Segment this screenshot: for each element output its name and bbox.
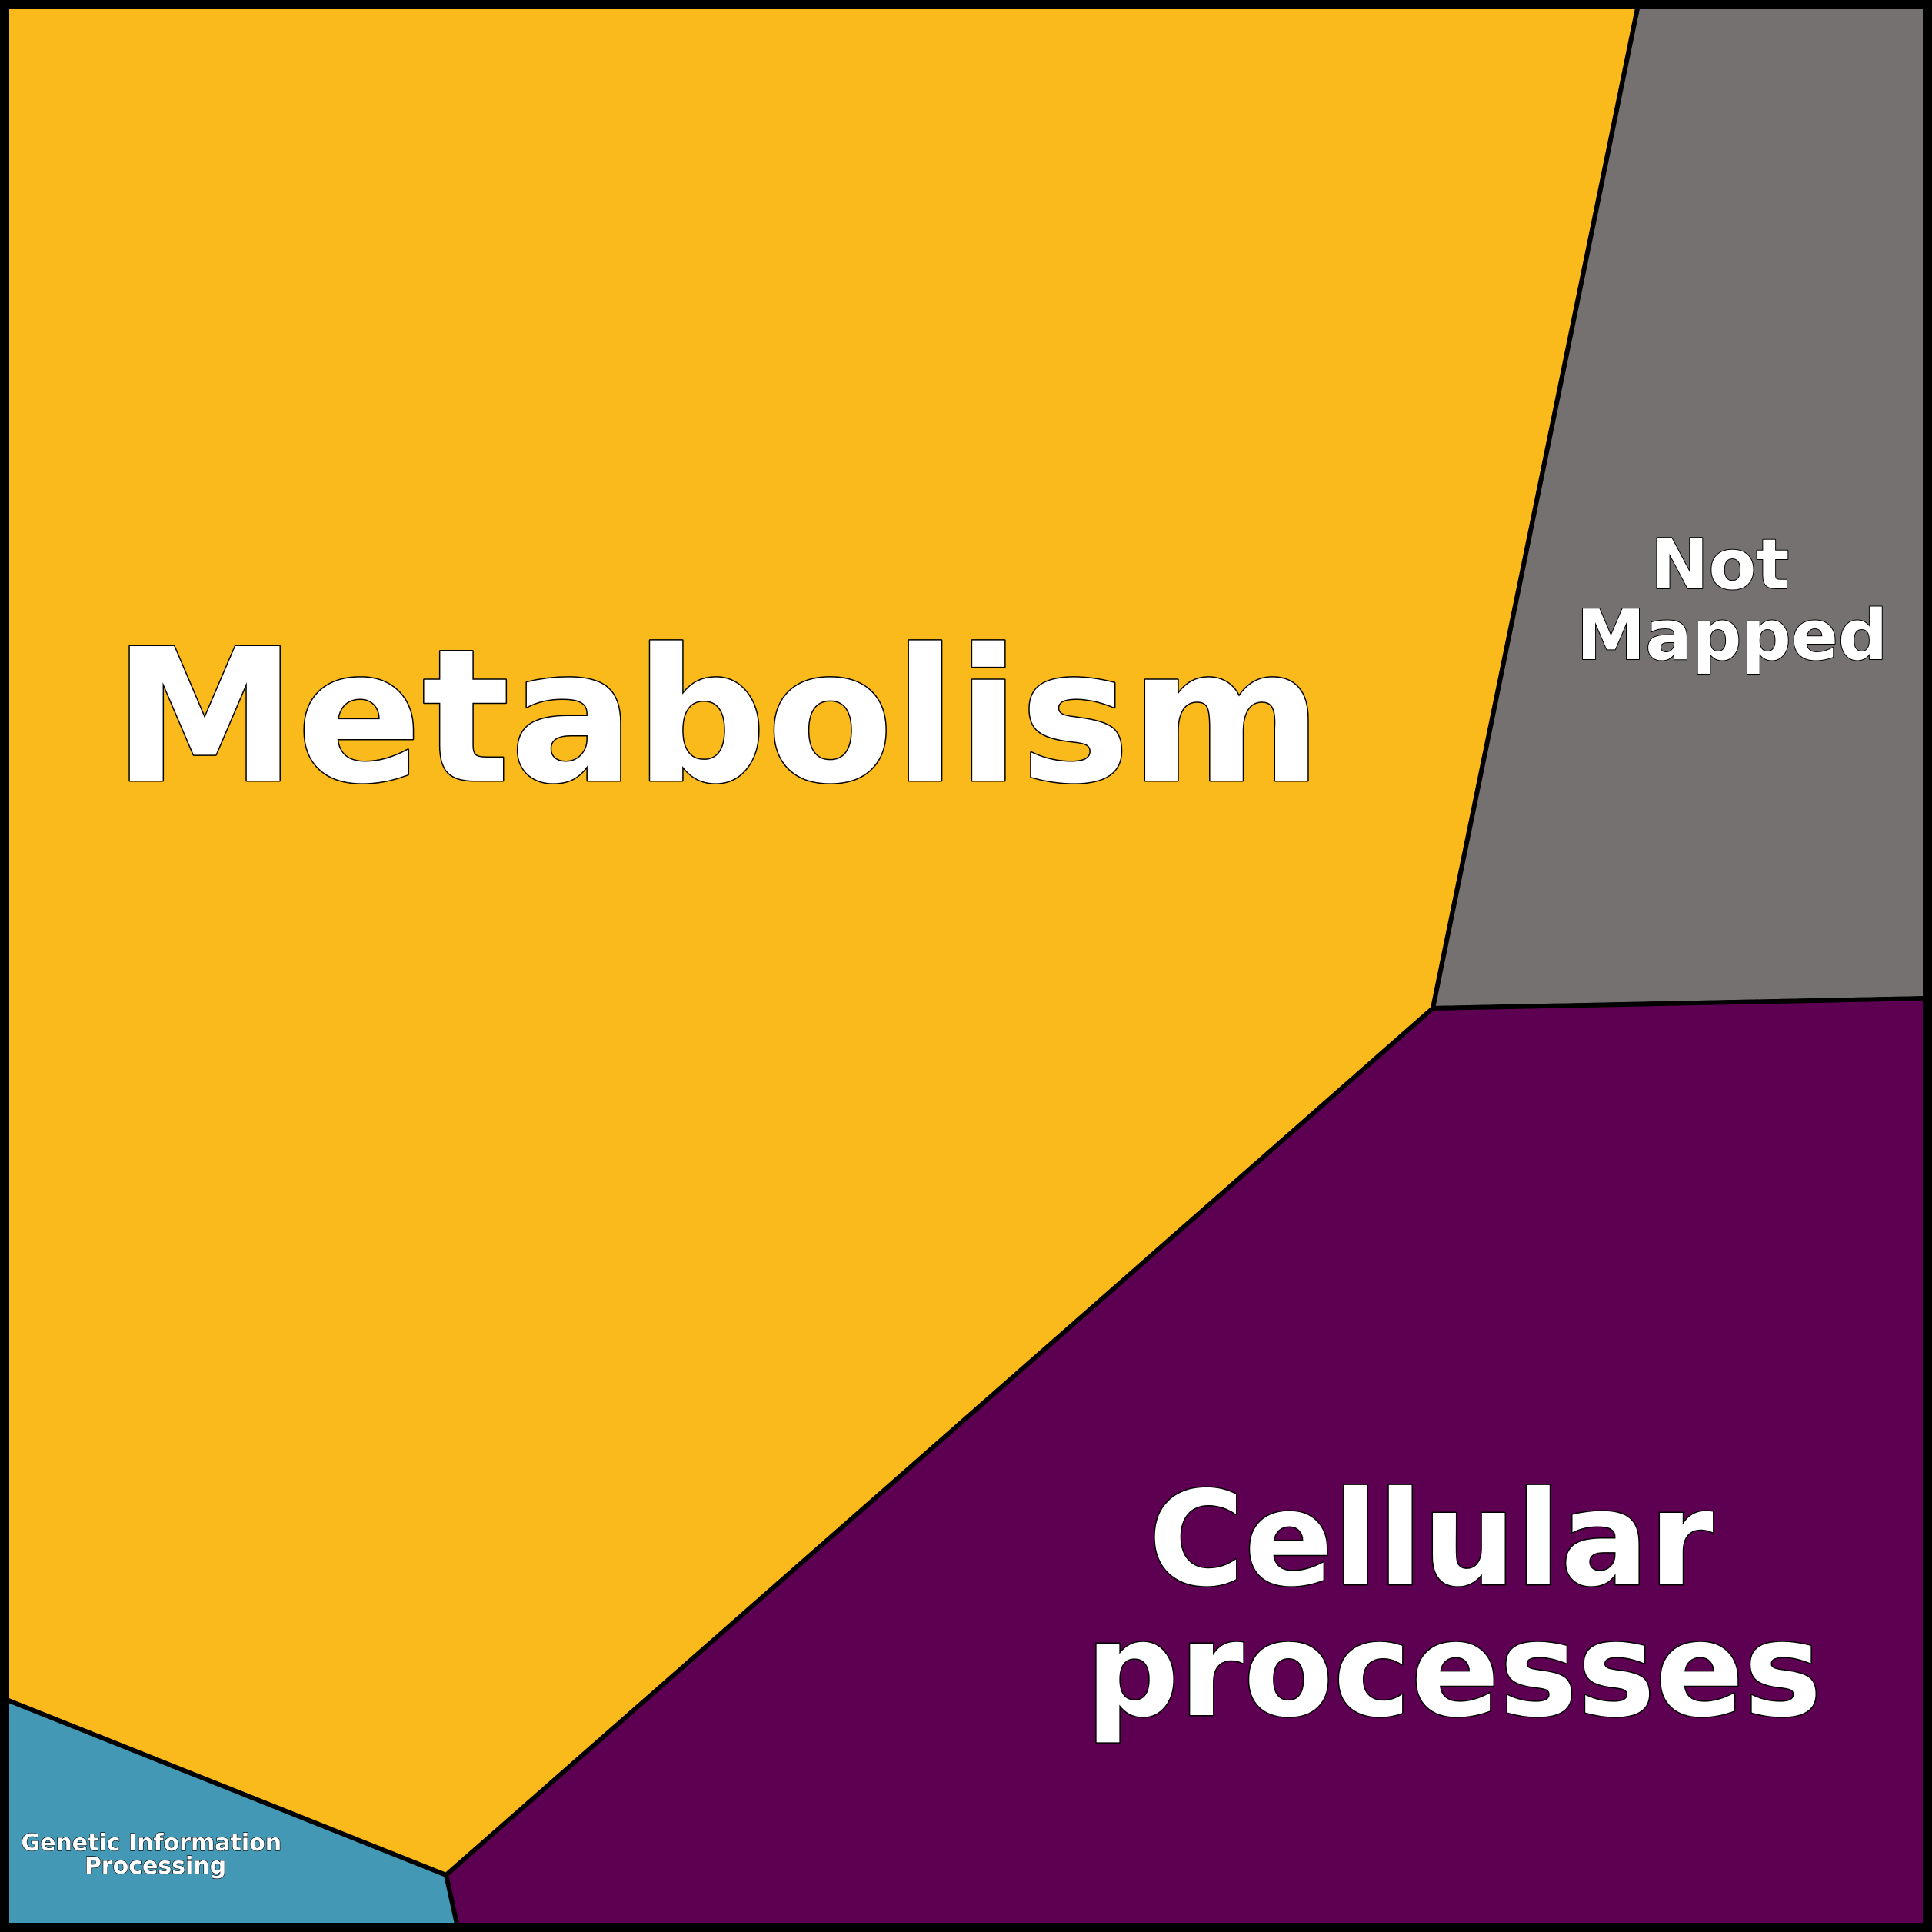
- metabolism-label: Metabolism: [113, 609, 1322, 824]
- cellular-processes-label-line-2: processes: [1085, 1594, 1821, 1747]
- genetic-information-processing-label-line-2: Processing: [85, 1853, 226, 1880]
- cellular-processes-label: Cellular processes: [1085, 1464, 1821, 1747]
- genetic-information-processing-label-line-1: Genetic Information: [21, 1830, 281, 1857]
- genetic-information-processing-label: Genetic Information Processing: [21, 1830, 289, 1880]
- not-mapped-label: Not Mapped: [1577, 525, 1888, 676]
- not-mapped-label-line-1: Not: [1651, 525, 1789, 605]
- cellular-processes-label-line-1: Cellular: [1148, 1464, 1714, 1616]
- not-mapped-label-line-2: Mapped: [1577, 595, 1888, 676]
- metabolism-label-line: Metabolism: [113, 609, 1322, 824]
